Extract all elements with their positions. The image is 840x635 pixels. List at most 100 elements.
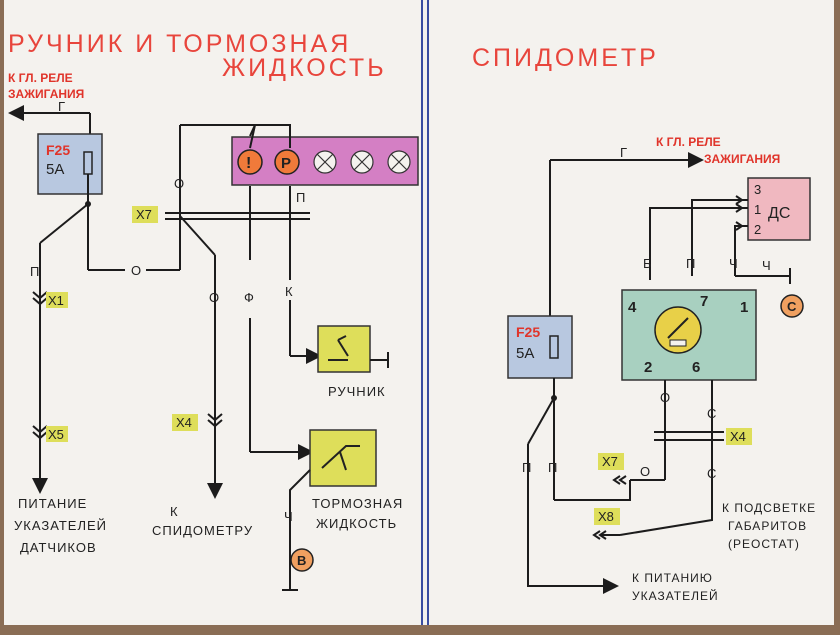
connector-x7-icon	[612, 475, 627, 485]
left-conn-x5: X5	[48, 427, 64, 442]
fuse-element-icon	[549, 335, 559, 359]
right-wire-g: Г	[620, 145, 627, 160]
brake-fluid-label-2: ЖИДКОСТЬ	[316, 516, 397, 531]
speedo-pin7: 7	[700, 293, 708, 310]
right-wire-p1: П	[686, 256, 695, 271]
right-wire-o2: О	[640, 464, 650, 479]
wire	[289, 469, 311, 556]
left-speedo-label-1: К	[170, 504, 179, 519]
connector-x8-icon	[592, 530, 607, 540]
speedo-pin1: 1	[740, 299, 748, 316]
right-wire-ch2: Ч	[762, 258, 771, 273]
left-wire-p1: П	[30, 264, 39, 279]
left-fuse-label: F25	[46, 142, 70, 158]
left-title-line1: РУЧНИК И ТОРМОЗНАЯ	[8, 30, 351, 58]
gauges-label-2: УКАЗАТЕЛЕЙ	[632, 588, 719, 603]
connector-x4-icon	[207, 413, 223, 428]
left-wire-o3: О	[209, 290, 219, 305]
backlight-label-3: (РЕОСТАТ)	[728, 537, 800, 551]
lamp-exclaim-label: !	[246, 155, 251, 172]
wire	[527, 397, 555, 445]
lamp-icon	[313, 150, 337, 174]
wire	[39, 203, 89, 244]
left-wire-ch: Ч	[284, 509, 293, 524]
fluid-switch-icon	[321, 445, 360, 471]
wire	[554, 480, 631, 501]
ds-pin1: 1	[754, 202, 761, 217]
ds-sensor-box	[747, 177, 811, 241]
speedo-pin4: 4	[628, 299, 637, 316]
right-wire-s2: С	[707, 466, 716, 481]
right-wire-s1: С	[707, 406, 716, 421]
switch-icon	[328, 335, 349, 361]
right-mark-c: С	[787, 299, 797, 314]
left-wire-o1: О	[174, 176, 184, 191]
left-conn-x4: X4	[176, 415, 192, 430]
handbrake-label: РУЧНИК	[328, 384, 386, 399]
conn-x7-box	[132, 206, 158, 223]
right-wire-b: Б	[643, 256, 652, 271]
connector-x1-icon	[32, 291, 48, 306]
right-conn-x7: X7	[602, 454, 618, 469]
mark-c-circle	[780, 294, 804, 318]
warning-exclaim-icon	[237, 149, 263, 175]
lamp-p-label: P	[281, 155, 291, 172]
left-conn-x1: X1	[48, 293, 64, 308]
left-power-label-3: ДАТЧИКОВ	[20, 540, 97, 555]
left-fuse-rating: 5А	[46, 161, 64, 178]
right-fuse-rating: 5А	[516, 345, 534, 362]
right-wire-p2: П	[522, 460, 531, 475]
lamp-icon	[350, 150, 374, 174]
conn-x4-box	[726, 428, 752, 445]
ds-pin2: 2	[754, 222, 761, 237]
right-conn-x4: X4	[730, 429, 746, 444]
parking-brake-icon	[274, 149, 300, 175]
dial-needle-icon	[667, 317, 689, 339]
connector-x5-icon	[32, 425, 48, 440]
speedometer-dial-icon	[654, 306, 702, 354]
brake-fluid-label-1: ТОРМОЗНАЯ	[312, 496, 403, 511]
backlight-label-2: ГАБАРИТОВ	[728, 519, 807, 533]
left-wire-f: Ф	[244, 290, 254, 305]
conn-x1-box	[46, 292, 68, 308]
connector-icon	[735, 195, 744, 231]
conn-x5-box	[46, 426, 68, 442]
lamp-icon	[387, 150, 411, 174]
left-ignition-label-2: ЗАЖИГАНИЯ	[8, 87, 84, 101]
gauges-label-1: К ПИТАНИЮ	[632, 571, 713, 585]
odometer-icon	[669, 339, 687, 347]
right-wire-o: О	[660, 390, 670, 405]
left-speedo-label-2: СПИДОМЕТРУ	[152, 523, 253, 538]
conn-x7-box	[598, 453, 624, 470]
left-power-label-2: УКАЗАТЕЛЕЙ	[14, 518, 107, 533]
wire	[179, 215, 216, 256]
wire	[619, 500, 713, 536]
lamp-panel	[231, 136, 419, 186]
left-power-label-1: ПИТАНИЕ	[18, 496, 87, 511]
left-wire-o2: О	[131, 263, 141, 278]
conn-x8-box	[594, 508, 620, 525]
right-fuse-box	[507, 315, 573, 379]
left-conn-x7: X7	[136, 207, 152, 222]
right-conn-x8: X8	[598, 509, 614, 524]
right-wire-p3: П	[548, 460, 557, 475]
ds-pin3: 3	[754, 182, 761, 197]
left-title-line2: ЖИДКОСТЬ	[222, 54, 387, 82]
backlight-label-1: К ПОДСВЕТКЕ	[722, 501, 816, 515]
right-ignition-label-2: ЗАЖИГАНИЯ	[704, 152, 780, 166]
left-wire-p2: П	[296, 190, 305, 205]
left-wire-g: Г	[58, 99, 65, 114]
speedo-pin6: 6	[692, 359, 700, 376]
right-title: СПИДОМЕТР	[472, 44, 659, 72]
conn-x4-box	[172, 414, 198, 431]
left-mark-b: В	[297, 553, 306, 568]
left-wire-k: К	[285, 284, 293, 299]
ds-label: ДС	[768, 205, 790, 222]
left-ignition-label-1: К ГЛ. РЕЛЕ	[8, 71, 73, 85]
speedo-pin2: 2	[644, 359, 652, 376]
right-fuse-label: F25	[516, 324, 540, 340]
right-ignition-label-1: К ГЛ. РЕЛЕ	[656, 135, 721, 149]
wire	[249, 124, 256, 137]
wire	[527, 444, 619, 594]
